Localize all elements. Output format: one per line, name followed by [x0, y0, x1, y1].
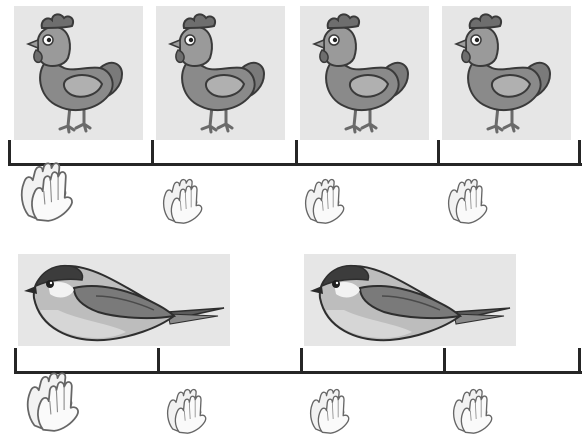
rooster-panel-3	[300, 6, 429, 140]
beat-tick	[300, 348, 303, 374]
beat-tick	[151, 140, 154, 166]
rooster-panel-1	[14, 6, 143, 140]
rooster-icon	[454, 12, 552, 134]
rooster-icon	[312, 12, 410, 134]
rooster-icon	[168, 12, 266, 134]
beat-tick	[295, 140, 298, 166]
clapping-hands-icon	[304, 178, 345, 224]
clapping-hands-icon	[166, 388, 207, 434]
beat-tick	[578, 140, 581, 166]
beat-line-2	[14, 371, 582, 374]
rooster-icon	[26, 12, 124, 134]
sparrow-icon	[23, 264, 225, 342]
beat-tick	[8, 140, 11, 166]
clapping-hands-icon	[20, 162, 73, 222]
beat-tick	[437, 140, 440, 166]
rooster-panel-4	[442, 6, 571, 140]
clapping-hands-icon	[452, 388, 493, 434]
sparrow-icon	[309, 264, 511, 342]
sparrow-panel-2	[304, 254, 516, 346]
sparrow-panel-1	[18, 254, 230, 346]
clapping-hands-icon	[26, 372, 79, 432]
clapping-hands-icon	[162, 178, 203, 224]
clapping-hands-icon	[447, 178, 488, 224]
beat-tick	[14, 348, 17, 374]
rooster-panel-2	[156, 6, 285, 140]
beat-tick	[157, 348, 160, 374]
clapping-hands-icon	[309, 388, 350, 434]
beat-tick	[578, 348, 581, 374]
beat-tick	[443, 348, 446, 374]
